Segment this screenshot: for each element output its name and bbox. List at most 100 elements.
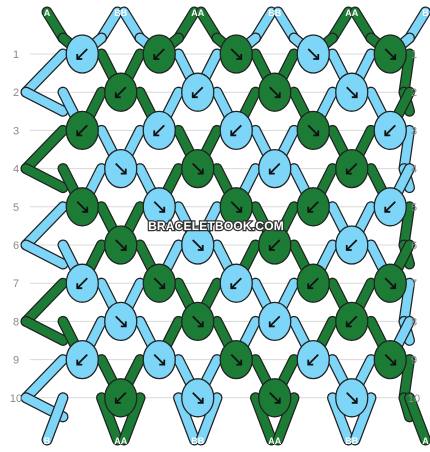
knot-arrowhead-icon — [159, 206, 166, 213]
strand-segment — [21, 355, 68, 403]
strand-segment — [405, 393, 430, 445]
knot-arrowhead-icon — [351, 397, 358, 404]
row-number-left: 6 — [13, 240, 19, 252]
string-label: A — [121, 436, 128, 446]
knot-arrow-icon — [384, 353, 396, 366]
knot-arrowhead-icon — [114, 92, 121, 99]
knot-arrowhead-icon — [351, 92, 358, 99]
strand-segment — [196, 393, 222, 445]
knot-arrowhead-icon — [120, 321, 127, 328]
knot-arrowhead-icon — [197, 245, 204, 251]
knot-arrowhead-icon — [268, 245, 275, 251]
string-label: B — [345, 436, 352, 446]
knot-arrow-icon — [230, 277, 242, 289]
knot-arrowhead-icon — [345, 245, 352, 251]
strand-segment — [399, 278, 414, 326]
knot-arrowhead-icon — [120, 168, 127, 175]
row-number-left: 1 — [13, 49, 19, 61]
knot-arrowhead-icon — [384, 130, 391, 137]
string-label: A — [345, 8, 352, 18]
row-number-right: 6 — [411, 240, 417, 252]
string-label: B — [44, 436, 51, 446]
knot-arrow-icon — [230, 353, 242, 366]
string-label: B — [352, 436, 359, 446]
knot-arrow-icon — [153, 277, 165, 289]
knot-arrow-icon — [384, 201, 396, 213]
strand-segment — [21, 202, 68, 250]
knot-arrow-icon — [230, 48, 242, 60]
knot-arrow-icon — [192, 86, 204, 98]
knot-arrowhead-icon — [307, 283, 314, 290]
knot-arrowhead-icon — [307, 206, 314, 213]
knot-arrow-icon — [346, 239, 358, 251]
knot-arrowhead-icon — [76, 54, 83, 60]
knot-arrow-icon — [115, 315, 127, 328]
strand-segment — [21, 49, 68, 97]
knot-arrow-icon — [269, 162, 281, 175]
row-number-left: 8 — [13, 316, 19, 328]
knot-arrow-icon — [76, 353, 88, 366]
strand-segment — [399, 49, 414, 97]
string-label: A — [191, 8, 198, 18]
string-label: B — [275, 8, 282, 18]
row-number-left: 3 — [13, 125, 19, 137]
strand-segment — [399, 126, 414, 173]
string-label: B — [191, 436, 198, 446]
knot-arrow-icon — [192, 239, 204, 251]
knot-arrowhead-icon — [390, 283, 397, 290]
row-number-right: 4 — [411, 164, 417, 176]
knot-arrowhead-icon — [76, 130, 83, 137]
knot-arrow-icon — [192, 162, 204, 175]
row-number-right: 10 — [408, 393, 420, 405]
knot-arrowhead-icon — [153, 54, 160, 60]
knot-arrowhead-icon — [268, 168, 275, 175]
strand-segment — [350, 393, 376, 445]
strand-segment — [251, 393, 276, 445]
knot-arrow-icon — [153, 124, 165, 137]
knot-arrow-icon — [346, 392, 358, 404]
knot-arrowhead-icon — [390, 359, 397, 366]
knot-arrow-icon — [307, 124, 319, 137]
strand-segment — [21, 126, 68, 173]
knot-arrowhead-icon — [159, 283, 166, 290]
knot-arrow-icon — [115, 162, 127, 175]
strand-segment — [174, 393, 199, 445]
knot-arrowhead-icon — [230, 283, 237, 290]
knot-arrowhead-icon — [274, 92, 281, 99]
string-label: A — [422, 436, 429, 446]
string-label: B — [114, 8, 121, 18]
knot-arrow-icon — [269, 315, 281, 328]
knot-arrow-icon — [346, 162, 358, 175]
knot-arrow-icon — [115, 86, 127, 98]
knot-arrow-icon — [230, 124, 242, 137]
knot-arrow-icon — [76, 201, 88, 213]
strand-segment — [42, 393, 68, 445]
strand-segment — [119, 393, 145, 445]
knot-arrowhead-icon — [236, 54, 243, 60]
knot-arrow-icon — [307, 201, 319, 213]
knot-arrowhead-icon — [197, 397, 204, 404]
knot-arrow-icon — [153, 353, 165, 366]
row-number-right: 5 — [411, 202, 417, 214]
row-number-left: 5 — [13, 202, 19, 214]
knot-arrowhead-icon — [384, 206, 391, 213]
knot-arrowhead-icon — [390, 54, 397, 60]
strand-segment — [399, 355, 414, 403]
string-label: B — [198, 436, 205, 446]
knot-arrowhead-icon — [153, 130, 160, 137]
strand-segment — [21, 164, 68, 192]
knot-arrow-icon — [192, 392, 204, 404]
knot-arrow-icon — [153, 48, 165, 60]
strand-segment — [399, 202, 414, 250]
strand-segment — [21, 87, 68, 116]
knot-arrow-icon — [384, 124, 396, 137]
knot-arrow-icon — [384, 48, 396, 60]
row-number-left: 4 — [13, 164, 19, 176]
strand-segment — [21, 317, 68, 345]
knot-arrow-icon — [384, 277, 396, 289]
strand-segment — [328, 393, 353, 445]
row-number-right: 1 — [411, 49, 417, 61]
row-number-left: 7 — [13, 278, 19, 290]
knot-arrowhead-icon — [236, 206, 243, 213]
